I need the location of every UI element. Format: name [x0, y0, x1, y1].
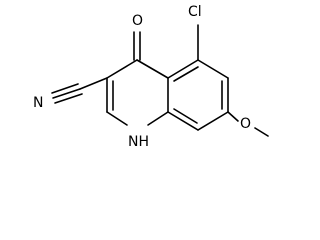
bond-c2-n1 — [106, 111, 128, 126]
bond-c5-c6 — [197, 59, 229, 79]
bond-c4-c3 — [106, 59, 138, 79]
methoxy-oxygen-label: O — [240, 116, 251, 132]
bonds — [51, 24, 269, 137]
bond-o-ch3 — [254, 127, 269, 137]
bond-c4a-c5-inner — [173, 66, 199, 82]
bond-n1-c8a — [147, 111, 169, 126]
chemical-structure: Cl O N NH O — [33, 4, 269, 150]
bond-c7-c8 — [197, 111, 229, 131]
bond-cn-triple-c — [54, 93, 83, 104]
bond-cn-triple-b — [51, 83, 79, 94]
bond-c8-c8a-inner — [173, 108, 198, 124]
atom-labels: Cl O N NH O — [33, 4, 251, 150]
bond-c3-cn — [79, 77, 108, 90]
bond-cn-triple-a — [52, 88, 81, 99]
chlorine-label: Cl — [188, 4, 202, 20]
nitrile-nitrogen-label: N — [33, 95, 43, 111]
bond-c4a-c5 — [167, 59, 199, 79]
carbonyl-oxygen-label: O — [132, 13, 143, 29]
bond-c8-o-methoxy — [227, 111, 239, 122]
bond-c4a-c4 — [136, 59, 169, 79]
ring-nitrogen-label: NH — [128, 134, 149, 150]
bond-c8-c8a — [167, 111, 199, 131]
